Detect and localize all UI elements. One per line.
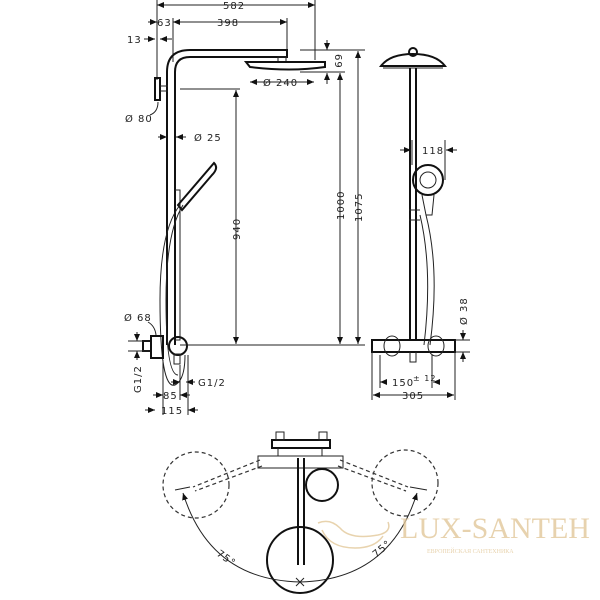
dim-69: 69 bbox=[332, 54, 343, 69]
angle-right: 75° bbox=[371, 539, 394, 561]
riser-pipe bbox=[166, 49, 288, 345]
dim-13: 13 bbox=[127, 35, 142, 46]
dim-940: 940 bbox=[232, 218, 243, 240]
dim-inlet-g12: G1/2 bbox=[133, 365, 144, 393]
dim-bracket-dia: Ø 80 bbox=[125, 113, 153, 125]
watermark-tagline: ЕВРОПЕЙСКАЯ САНТЕХНИКА bbox=[427, 547, 514, 555]
dim-305: 305 bbox=[402, 391, 424, 402]
overhead-shower-front bbox=[378, 52, 448, 67]
dim-pipe-dia: Ø 25 bbox=[194, 132, 222, 144]
side-view: 582 63 398 13 Ø 80 Ø 25 Ø 240 69 940 100… bbox=[124, 0, 365, 417]
dim-85: 85 bbox=[163, 391, 178, 402]
dim-mixer-dia: Ø 68 bbox=[124, 312, 152, 324]
dim-38: Ø 38 bbox=[458, 297, 470, 325]
dim-1075: 1075 bbox=[354, 193, 365, 222]
front-view: 118 Ø 38 150 ± 12 305 bbox=[371, 47, 470, 402]
hand-shower bbox=[176, 161, 218, 212]
watermark-brand: LUX-SANTEH bbox=[400, 512, 590, 545]
angle-left: 75° bbox=[214, 548, 237, 569]
dim-582: 582 bbox=[223, 1, 245, 12]
dim-398: 398 bbox=[217, 18, 239, 29]
riser-pipe-front bbox=[409, 68, 417, 340]
overhead-shower-right-position bbox=[371, 449, 439, 517]
dim-63: 63 bbox=[157, 18, 172, 29]
dim-1000: 1000 bbox=[336, 191, 347, 220]
dim-118: 118 bbox=[422, 146, 444, 157]
watermark: LUX-SANTEH ЕВРОПЕЙСКАЯ САНТЕХНИКА bbox=[317, 512, 590, 555]
dim-head-dia: Ø 240 bbox=[263, 77, 298, 89]
bathtub-logo bbox=[317, 520, 390, 549]
hand-shower-front bbox=[412, 164, 444, 196]
dim-115: 115 bbox=[161, 406, 183, 417]
hand-shower-top bbox=[305, 468, 339, 502]
overhead-shower-top bbox=[266, 526, 334, 594]
dim-outlet-g12: G1/2 bbox=[198, 378, 226, 389]
hose bbox=[159, 204, 186, 386]
dim-150-tolerance: ± 12 bbox=[413, 374, 436, 383]
top-view: 75° 75° bbox=[162, 431, 439, 594]
overhead-shower-left-position bbox=[162, 451, 230, 519]
dim-150: 150 bbox=[392, 378, 414, 389]
wall-bracket bbox=[154, 77, 161, 101]
swivel-arm bbox=[297, 458, 305, 565]
thermostat-mixer-front bbox=[371, 335, 456, 363]
